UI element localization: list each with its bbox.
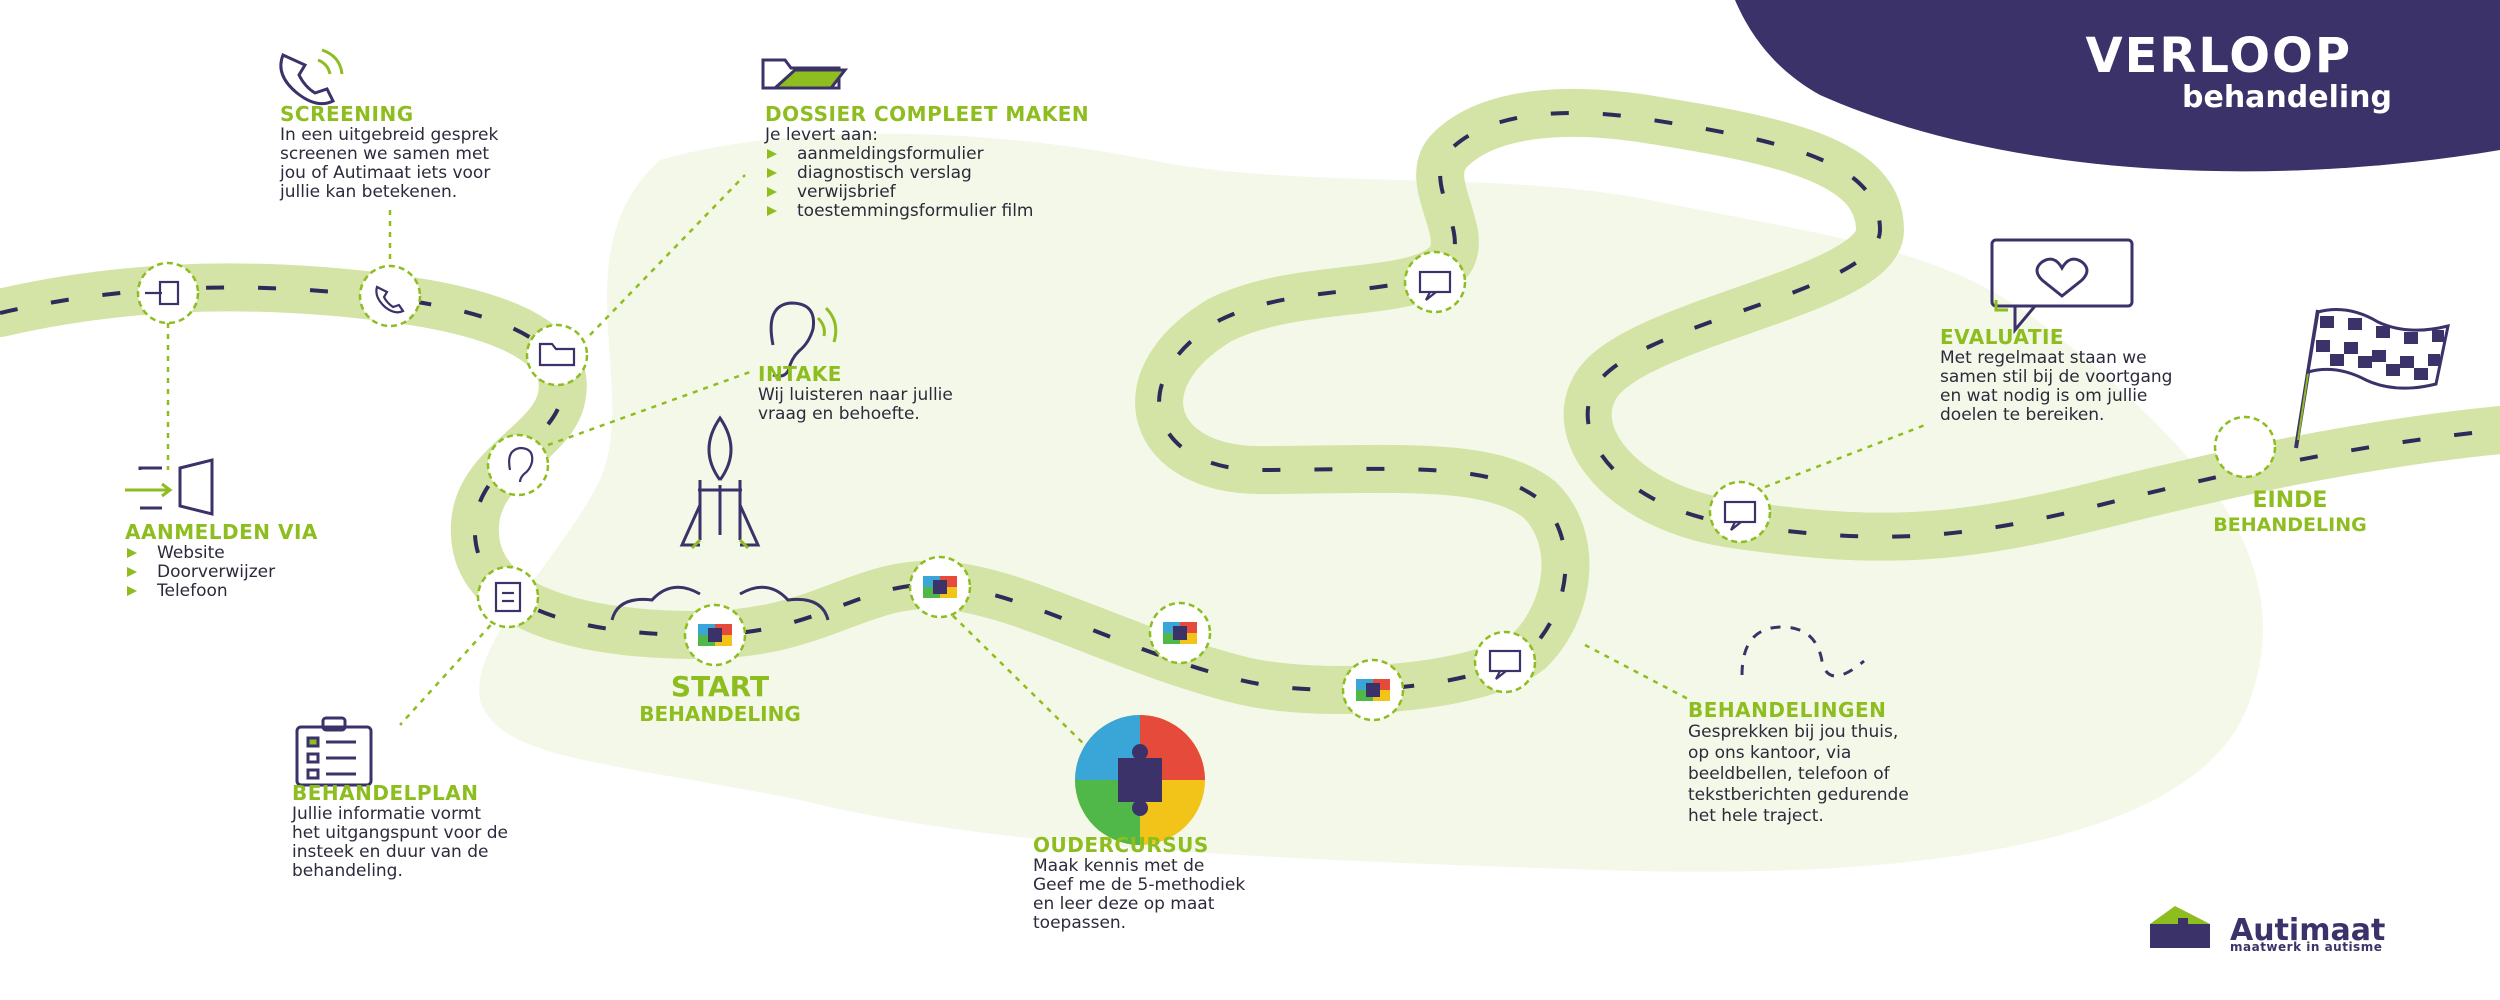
intake-line-2: vraag en behoefte.: [758, 404, 920, 424]
behandelplan-block: BEHANDELPLAN Jullie informatie vormt het…: [292, 781, 622, 881]
behandelingen-line-1: Gesprekken bij jou thuis,: [1688, 722, 1899, 742]
behandelingen-line-5: het hele traject.: [1688, 806, 1824, 826]
dossier-item: toestemmingsformulier film: [765, 202, 1225, 221]
behandelplan-line-2: het uitgangspunt voor de: [292, 823, 509, 843]
chat-heart-small-icon-3: [1723, 500, 1757, 531]
behandelplan-line-1: Jullie informatie vormt: [292, 804, 482, 824]
evaluatie-block: EVALUATIE Met regelmaat staan we samen s…: [1940, 325, 2270, 425]
dossier-intro: Je levert aan:: [765, 125, 878, 145]
door-icon: [125, 458, 214, 516]
intake-heading: INTAKE: [758, 362, 842, 386]
oudercursus-line-1: Maak kennis met de: [1033, 856, 1205, 876]
intake-block: INTAKE Wij luisteren naar jullie vraag e…: [758, 362, 1078, 424]
rocket-icon: [610, 415, 830, 621]
chat-heart-icon: [1990, 238, 2134, 335]
behandelingen-heading: BEHANDELINGEN: [1688, 698, 1887, 722]
evaluatie-line-3: en wat nodig is om jullie: [1940, 386, 2148, 406]
behandelingen-line-2: op ons kantoor, via: [1688, 743, 1852, 763]
oudercursus-line-3: en leer deze op maat: [1033, 894, 1215, 914]
road-center-dashes: [0, 110, 2500, 692]
milestone-screening: [358, 264, 422, 328]
logo-tagline: maatwerk in autisme: [2230, 940, 2383, 954]
ear-icon: [769, 301, 838, 378]
oudercursus-block: OUDERCURSUS Maak kennis met de Geef me d…: [1033, 833, 1353, 933]
screening-block: SCREENING In een uitgebreid gesprek scre…: [280, 102, 610, 202]
screening-line-1: In een uitgebreid gesprek: [280, 125, 499, 145]
evaluatie-heading: EVALUATIE: [1940, 325, 2065, 349]
phone-small-icon: [375, 285, 405, 314]
oudercursus-line-4: toepassen.: [1033, 913, 1127, 933]
milestone-evaluatie: [1708, 480, 1772, 544]
milestone-dossier: [525, 323, 589, 387]
screening-line-4: jullie kan betekenen.: [280, 182, 458, 202]
evaluatie-line-2: samen stil bij de voortgang: [1940, 367, 2173, 387]
door-small-icon: [145, 280, 180, 306]
start-line-2: BEHANDELING: [639, 702, 801, 726]
start-line-1: START: [670, 670, 770, 703]
milestone-einde: [2213, 415, 2277, 479]
puzzle-small-icons: [698, 576, 1390, 701]
clipboard-icon: [295, 716, 373, 787]
screening-heading: SCREENING: [280, 102, 414, 126]
aanmelden-item: Telefoon: [125, 582, 425, 601]
milestone-aanmelden: [136, 261, 200, 325]
milestone-chat: [1403, 250, 1467, 314]
einde-line-2: BEHANDELING: [2213, 514, 2367, 536]
behandelingen-block: BEHANDELINGEN Gesprekken bij jou thuis, …: [1688, 698, 2028, 827]
aanmelden-list: Website Doorverwijzer Telefoon: [125, 544, 425, 601]
puzzle-big-icon: [1075, 715, 1205, 845]
oudercursus-heading: OUDERCURSUS: [1033, 833, 1209, 857]
evaluatie-line-1: Met regelmaat staan we: [1940, 348, 2147, 368]
finish-flag-icon: [2294, 308, 2450, 449]
clipboard-small-icon: [494, 581, 522, 613]
page-subtitle: behandeling: [2182, 80, 2392, 115]
dossier-list: aanmeldingsformulier diagnostisch versla…: [765, 145, 1225, 221]
folder-icon: [761, 58, 849, 90]
behandelingen-line-3: beeldbellen, telefoon of: [1688, 764, 1890, 784]
ear-small-icon: [508, 446, 534, 483]
oudercursus-line-2: Geef me de 5-methodiek: [1033, 875, 1246, 895]
dossier-item: verwijsbrief: [765, 183, 1225, 202]
title-banner: [1735, 0, 2500, 172]
aanmelden-item: Doorverwijzer: [125, 563, 425, 582]
folder-small-icon: [538, 342, 576, 367]
behandelplan-heading: BEHANDELPLAN: [292, 781, 479, 805]
evaluatie-line-4: doelen te bereiken.: [1940, 405, 2105, 425]
dossier-block: DOSSIER COMPLEET MAKEN Je levert aan: aa…: [765, 102, 1225, 221]
screening-line-3: jou of Autimaat iets voor: [280, 163, 491, 183]
aanmelden-item: Website: [125, 544, 425, 563]
chat-heart-small-icon-2: [1418, 270, 1452, 301]
aanmelden-heading: AANMELDEN VIA: [125, 520, 318, 544]
behandelplan-line-4: behandeling.: [292, 861, 403, 881]
dossier-item: aanmeldingsformulier: [765, 145, 1225, 164]
logo-mark: [2150, 906, 2210, 948]
screening-line-2: screenen we samen met: [280, 144, 490, 164]
einde-line-1: EINDE: [2252, 488, 2328, 513]
logo-name: Autimaat: [2230, 913, 2386, 948]
dossier-heading: DOSSIER COMPLEET MAKEN: [765, 102, 1090, 126]
background-blob: [479, 133, 2264, 872]
phone-icon: [279, 48, 344, 106]
dossier-item: diagnostisch verslag: [765, 164, 1225, 183]
behandelplan-line-3: insteek en duur van de: [292, 842, 489, 862]
milestone-behandelplan: [476, 565, 540, 629]
intake-line-1: Wij luisteren naar jullie: [758, 385, 953, 405]
chat-heart-small-icon: [1488, 649, 1522, 680]
milestone-intake: [486, 433, 550, 497]
behandelingen-line-4: tekstberichten gedurende: [1688, 785, 1909, 805]
page-title: VERLOOP: [2085, 28, 2352, 84]
einde-label: EINDE BEHANDELING: [2170, 488, 2410, 536]
start-label: START BEHANDELING: [600, 670, 840, 727]
connectors: [166, 174, 1926, 751]
squiggle-icon: [1740, 625, 1865, 678]
aanmelden-block: AANMELDEN VIA Website Doorverwijzer Tele…: [125, 520, 425, 601]
milestone-behandelingen: [1473, 630, 1537, 694]
